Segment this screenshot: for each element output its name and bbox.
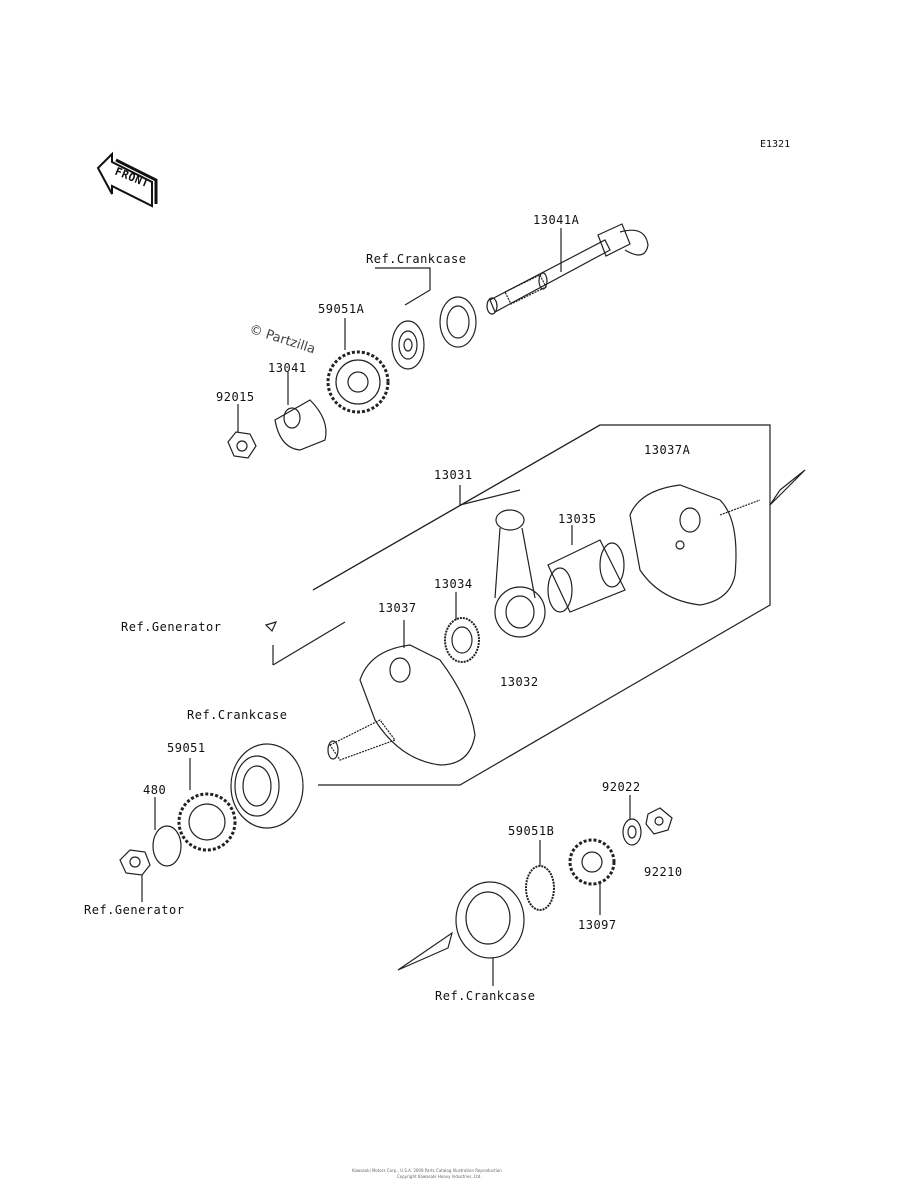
label-13032: 13032 (500, 675, 539, 689)
needle-bearing-icon (444, 617, 480, 663)
generator-nut-icon (119, 849, 151, 876)
label-ref-generator-bottom: Ref.Generator (84, 903, 185, 917)
lock-nut-icon (645, 807, 673, 835)
footer-line-2: Copyright Kawasaki Heavy Industries, Ltd… (397, 1174, 482, 1179)
frame-top (312, 424, 601, 591)
crank-half-left-icon (327, 644, 476, 766)
label-ref-generator-mid: Ref.Generator (121, 620, 222, 634)
label-13037: 13037 (378, 601, 417, 615)
label-13035: 13035 (558, 512, 597, 526)
label-13041: 13041 (268, 361, 307, 375)
crank-half-right-icon (629, 484, 761, 606)
label-13034: 13034 (434, 577, 473, 591)
washer-icon (622, 818, 642, 846)
label-13097: 13097 (578, 918, 617, 932)
footer-line-1: Kawasaki Motors Corp., U.S.A. 2009 Parts… (352, 1168, 502, 1173)
label-92022: 92022 (602, 780, 641, 794)
label-ref-crankcase-bottom: Ref.Crankcase (435, 989, 536, 1003)
circlip-icon (152, 825, 182, 867)
bottom-bearing-icon (397, 881, 525, 971)
diagram-code: E1321 (760, 139, 791, 150)
main-bearing-icon (230, 743, 304, 829)
balancer-weight-icon (274, 399, 327, 451)
label-ref-crankcase-mid: Ref.Crankcase (187, 708, 288, 722)
label-59051A: 59051A (318, 302, 365, 316)
nut-icon (227, 431, 257, 459)
label-92210: 92210 (644, 865, 683, 879)
label-13037A: 13037A (644, 443, 691, 457)
label-13041A: 13041A (533, 213, 580, 227)
drive-gear-59051B-icon (525, 865, 555, 911)
label-13031: 13031 (434, 468, 473, 482)
leader-13031 (459, 485, 521, 506)
crank-pin-icon (547, 539, 626, 613)
front-arrow-icon (96, 151, 158, 208)
upper-bearing-icon (391, 296, 477, 370)
balancer-shaft-icon (486, 223, 649, 315)
primary-gear-icon (177, 792, 237, 852)
generator-ref-marker (264, 621, 278, 633)
label-59051: 59051 (167, 741, 206, 755)
leader-ref-crankcase-top (375, 267, 431, 306)
frame-arrow-icon (769, 469, 806, 506)
label-59051B: 59051B (508, 824, 555, 838)
label-480: 480 (143, 783, 167, 797)
balancer-drive-gear-icon (568, 838, 616, 886)
label-92015: 92015 (216, 390, 255, 404)
connecting-rod-icon (494, 509, 546, 638)
label-ref-crankcase-top: Ref.Crankcase (366, 252, 467, 266)
assembly-frame (272, 424, 771, 786)
balancer-gear-icon (326, 350, 390, 414)
